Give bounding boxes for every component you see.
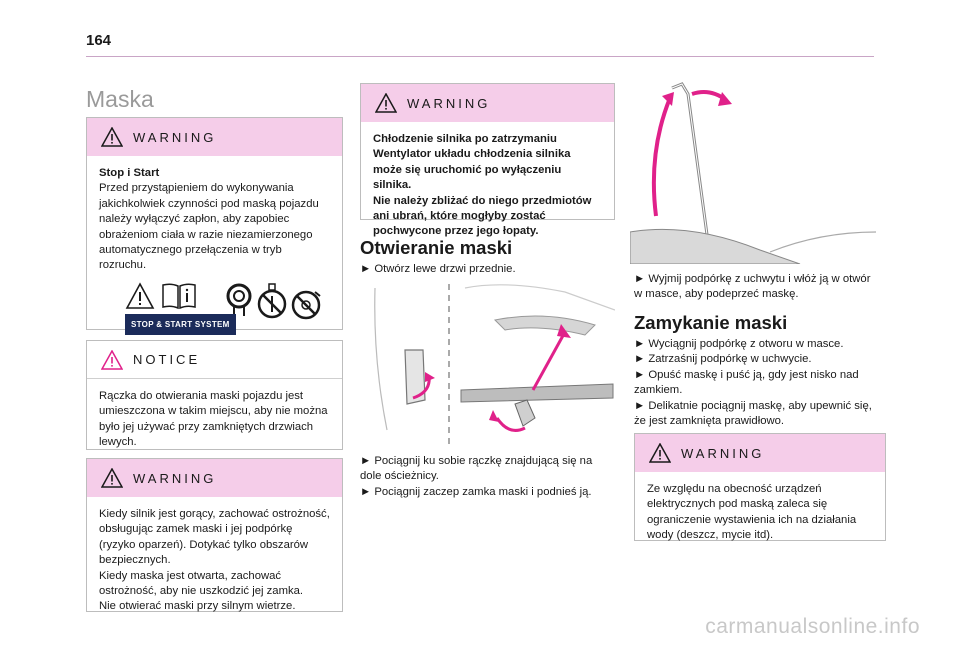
step-text: ► Pociągnij ku sobie rączkę znajdującą s… [360, 455, 593, 483]
hood-prop-illustration [630, 82, 876, 264]
warning-label: WARNING [133, 129, 217, 145]
heading-closing: Zamykanie maski [634, 312, 788, 333]
manual-book-icon [162, 283, 196, 309]
warning-text: Wentylator układu chłodzenia silnika moż… [373, 148, 571, 192]
warning-box-hot-engine: WARNING Kiedy silnik jest gorący, zachow… [86, 458, 343, 612]
watermark: carmanualsonline.info [705, 615, 920, 638]
no-touch-fan-icon [291, 290, 321, 320]
step-text: ► Opuść maskę i puść ją, gdy jest nisko … [634, 368, 859, 397]
warning-triangle-icon [375, 93, 397, 113]
page-number: 164 [86, 32, 112, 49]
warning-label: WARNING [681, 445, 765, 461]
warning-text: Przed przystąpieniem do wykonywania jaki… [99, 182, 319, 272]
stop-start-badge: STOP & START SYSTEM [125, 313, 236, 336]
warning-text: Ze względu na obecność urządzeń elektryc… [647, 483, 857, 542]
no-hand-icon [257, 283, 287, 319]
warning-triangle-icon [101, 468, 123, 488]
notice-text: Rączka do otwierania maski pojazdu jest … [99, 390, 328, 449]
warning-box-cooling-fan: WARNING Chłodzenie silnika po zatrzymani… [360, 83, 615, 237]
section-title: Maska [86, 86, 154, 112]
step-text: ► Wyciągnij podpórkę z otworu w masce. [634, 338, 844, 350]
warning-header: WARNING [361, 84, 614, 122]
step-text: ► Wyjmij podpórkę z uchwytu i włóż ją w … [634, 273, 871, 301]
opening-step-1: ► Otwórz lewe drzwi przednie. [360, 262, 615, 277]
warning-header: WARNING [635, 434, 885, 472]
engine-belt-icon [226, 283, 252, 316]
prop-step: ► Wyjmij podpórkę z uchwytu i włóż ją w … [634, 272, 876, 303]
warning-header: WARNING [87, 118, 342, 156]
step-text: ► Zatrzaśnij podpórkę w uchwycie. [634, 353, 812, 366]
closing-steps: ► Wyciągnij podpórkę z otworu w masce. ►… [634, 337, 884, 429]
warning-text: Kiedy maska jest otwarta, zachować ostro… [99, 569, 304, 598]
opening-steps-2-3: ► Pociągnij ku sobie rączkę znajdującą s… [360, 454, 615, 500]
notice-label: NOTICE [133, 352, 201, 367]
heading-opening: Otwieranie maski [360, 237, 513, 258]
notice-header: NOTICE [87, 341, 342, 379]
warning-text: Nie należy zbliżać do niego przedmiotów … [373, 194, 592, 238]
hood-release-illustration [374, 284, 615, 444]
warning-triangle-icon [125, 282, 155, 309]
warning-label: WARNING [407, 95, 491, 111]
warning-text: Kiedy silnik jest gorący, zachować ostro… [99, 508, 330, 567]
notice-triangle-icon [101, 349, 123, 370]
step-text: ► Delikatnie pociągnij maskę, aby upewni… [634, 399, 872, 428]
notice-box-hood-handle: NOTICE Rączka do otwierania maski pojazd… [86, 340, 343, 450]
warning-title: Chłodzenie silnika po zatrzymaniu [373, 133, 557, 145]
warning-label: WARNING [133, 470, 217, 486]
warning-text: Nie otwierać maski przy silnym wietrze. [99, 600, 296, 613]
header-rule [86, 56, 874, 57]
step-text: ► Otwórz lewe drzwi przednie. [360, 263, 516, 275]
warning-box-stop-start: WARNING Stop i Start Przed przystąpienie… [86, 117, 343, 336]
warning-triangle-icon [101, 127, 123, 147]
warning-pictograms: STOP & START SYSTEM [125, 282, 330, 336]
warning-triangle-icon [649, 443, 671, 463]
warning-title: Stop i Start [99, 167, 160, 179]
step-text: ► Pociągnij zaczep zamka maski i podnieś… [360, 485, 592, 498]
warning-header: WARNING [87, 459, 342, 497]
warning-box-water: WARNING Ze względu na obecność urządzeń … [634, 433, 886, 541]
